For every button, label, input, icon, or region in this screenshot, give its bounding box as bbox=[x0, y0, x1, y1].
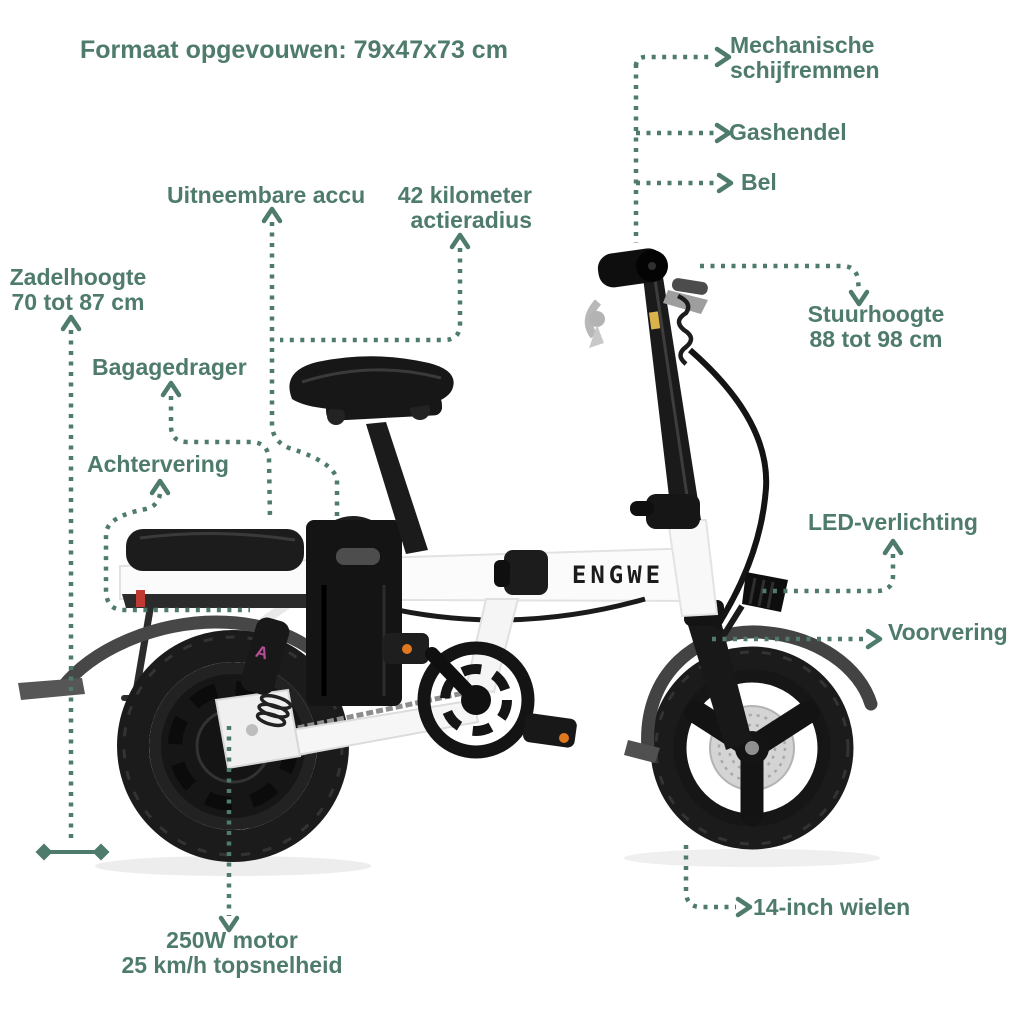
leader-led-lighting bbox=[757, 554, 896, 594]
leader-handlebar-height bbox=[700, 263, 862, 291]
steering-column bbox=[630, 258, 752, 750]
brand-logo: ENGWE bbox=[572, 561, 664, 589]
pedal-reflector bbox=[402, 644, 412, 654]
ground-measure bbox=[35, 843, 110, 861]
label-wheels: 14-inch wielen bbox=[753, 894, 911, 920]
arrow-up-icon bbox=[261, 206, 283, 224]
label-led-lighting: LED-verlichting bbox=[808, 509, 978, 535]
leader-removable-battery bbox=[269, 222, 340, 517]
leader-lines bbox=[68, 54, 896, 916]
handlebar bbox=[584, 248, 770, 630]
pedal-reflector-right bbox=[559, 733, 569, 743]
leader-range bbox=[280, 248, 463, 343]
fork-leg bbox=[684, 610, 752, 750]
leader-arrows bbox=[60, 46, 904, 933]
label-removable-battery: Uitneembare accu bbox=[167, 182, 366, 208]
brake-cable bbox=[688, 347, 770, 630]
ground-shadows bbox=[95, 849, 880, 876]
brake-lever-left bbox=[584, 299, 602, 339]
front-fender bbox=[624, 625, 878, 763]
crank bbox=[417, 641, 577, 759]
label-throttle: Gashendel bbox=[729, 119, 847, 145]
label-front-suspension: Voorvering bbox=[888, 619, 1008, 645]
label-saddle-height: Zadelhoogte 70 tot 87 cm bbox=[9, 264, 147, 315]
arrow-right-icon bbox=[865, 628, 883, 650]
label-rear-suspension: Achtervering bbox=[87, 451, 229, 477]
label-luggage-rack: Bagagedrager bbox=[92, 354, 247, 380]
frame-fold-clamp bbox=[494, 550, 548, 595]
label-handlebar-height: Stuurhoogte 88 tot 98 cm bbox=[807, 301, 945, 352]
keys bbox=[589, 311, 605, 327]
label-motor: 250W motor 25 km/h topsnelheid bbox=[121, 927, 343, 978]
label-folded-size: Formaat opgevouwen: 79x47x73 cm bbox=[80, 36, 508, 64]
arrow-up-icon bbox=[160, 380, 182, 398]
arrow-up-icon bbox=[449, 232, 471, 250]
bell-unit bbox=[671, 278, 708, 295]
saddle-assembly bbox=[289, 356, 454, 554]
battery bbox=[306, 516, 402, 706]
arrow-right-icon bbox=[735, 896, 753, 918]
rear-reflector bbox=[136, 590, 145, 607]
arrow-up-icon bbox=[149, 478, 171, 496]
label-range: 42 kilometer actieradius bbox=[397, 182, 532, 233]
frame-sticker bbox=[648, 311, 661, 330]
saddle bbox=[289, 356, 454, 410]
arrow-right-icon bbox=[716, 172, 734, 194]
front-wheel bbox=[650, 646, 854, 850]
label-bell: Bel bbox=[741, 169, 777, 195]
right-pedal bbox=[523, 713, 577, 748]
arrow-right-icon bbox=[714, 46, 732, 68]
coiled-cable bbox=[676, 293, 694, 366]
arrow-right-icon bbox=[714, 122, 732, 144]
left-pedal bbox=[383, 633, 429, 664]
leader-rear-suspension bbox=[103, 493, 250, 613]
arrow-up-icon bbox=[882, 538, 904, 556]
battery-lock-button bbox=[336, 548, 380, 565]
arrow-up-icon bbox=[60, 314, 82, 332]
arrow-down-icon bbox=[218, 915, 240, 933]
shock-coil bbox=[255, 693, 293, 728]
diamond-endpoint-icon bbox=[92, 843, 110, 861]
arrow-down-icon bbox=[848, 289, 870, 307]
label-mechanical-disc-brakes: Mechanische schijfremmen bbox=[730, 32, 880, 83]
leader-mechanical-brakes bbox=[633, 54, 714, 67]
seat-post bbox=[366, 422, 428, 554]
stem-fold-clamp bbox=[646, 494, 700, 529]
luggage-rack-cushion bbox=[126, 529, 304, 571]
shock-brand-mark: A bbox=[253, 642, 270, 664]
diamond-endpoint-icon bbox=[35, 843, 53, 861]
